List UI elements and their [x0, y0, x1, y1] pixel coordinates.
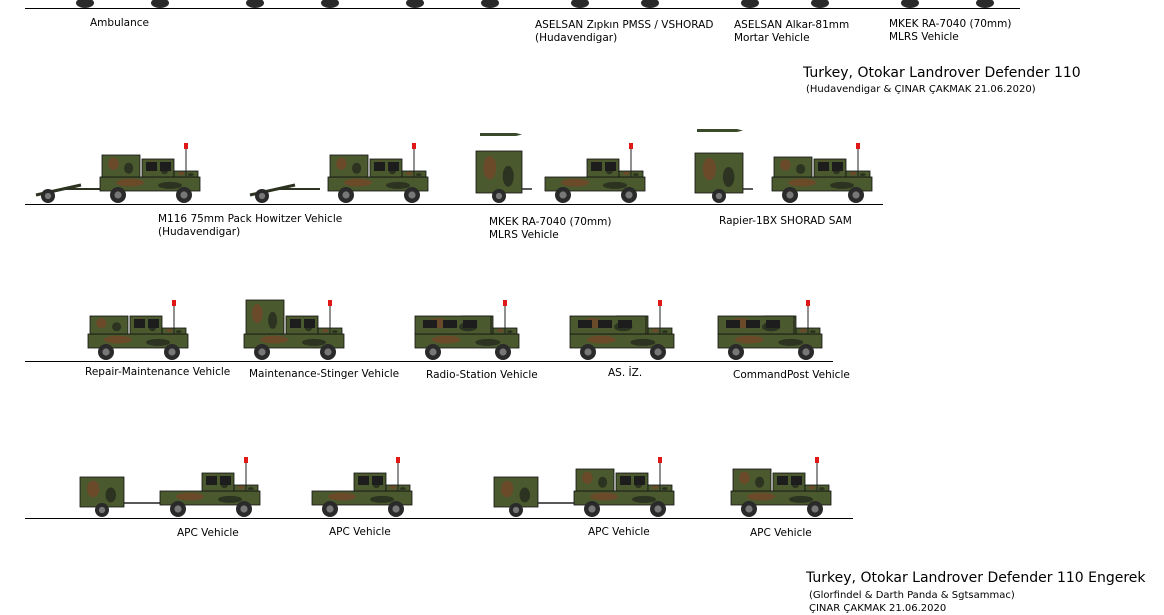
label-apc-3: APC Vehicle — [588, 526, 650, 538]
label-mlrs-top: MKEK RA-7040 (70mm) MLRS Vehicle — [889, 18, 1011, 44]
rapier-missile — [697, 129, 743, 132]
label-mlrs-mid-line1: MKEK RA-7040 (70mm) — [489, 216, 612, 228]
apc-trailer-3 — [493, 476, 574, 517]
label-howitzer-line1: M116 75mm Pack Howitzer Vehicle — [158, 213, 343, 225]
ground-line-row1 — [25, 204, 883, 205]
defender-howitzer-1 — [99, 143, 201, 203]
ground-line-row0 — [25, 8, 1020, 9]
label-apc-2: APC Vehicle — [329, 526, 391, 538]
label-rapier: Rapier-1BX SHORAD SAM — [719, 215, 852, 228]
apc-trailer-1 — [79, 476, 160, 517]
mlrs-launcher-trailer — [475, 150, 532, 203]
ground-line-row3 — [25, 518, 853, 519]
label-alkar: ASELSAN Alkar-81mm Mortar Vehicle — [734, 19, 849, 45]
label-ambulance-text: Ambulance — [90, 17, 149, 29]
label-mlrs-top-line1: MKEK RA-7040 (70mm) — [889, 18, 1012, 30]
defender-apc-2 — [311, 457, 413, 517]
label-alkar-line1: ASELSAN Alkar-81mm — [734, 19, 850, 31]
defender-apc-3 — [573, 457, 675, 517]
defender-apc-1 — [159, 457, 261, 517]
howitzer-2 — [249, 183, 320, 203]
defender-radio — [414, 300, 520, 360]
label-repair: Repair-Maintenance Vehicle — [85, 366, 231, 378]
label-apc-4: APC Vehicle — [750, 527, 812, 539]
ground-line-row2 — [25, 361, 833, 362]
section-credit-engerek-2: ÇINAR ÇAKMAK 21.06.2020 — [809, 603, 947, 614]
defender-commandpost — [717, 300, 823, 360]
defender-apc-4 — [730, 457, 832, 517]
defender-repair — [87, 300, 189, 360]
label-zipkin-line2: (Hudavendigar) — [535, 32, 618, 44]
label-mlrs-mid-line2: MLRS Vehicle — [489, 229, 559, 241]
section-title-defender110: Turkey, Otokar Landrover Defender 110 — [803, 65, 1081, 81]
mlrs-missile — [480, 133, 522, 136]
label-radio: Radio-Station Vehicle — [426, 369, 538, 381]
label-ambulance: Ambulance — [90, 17, 149, 30]
label-mlrs-top-line2: MLRS Vehicle — [889, 31, 959, 43]
defender-as-iz — [569, 300, 675, 360]
label-mlrs-mid: MKEK RA-7040 (70mm) MLRS Vehicle — [489, 216, 611, 242]
section-credit-engerek-1: (Glorfindel & Darth Panda & Sgtsammac) — [809, 590, 1015, 601]
label-apc-1: APC Vehicle — [177, 527, 239, 539]
label-alkar-line2: Mortar Vehicle — [734, 32, 810, 44]
howitzer-1 — [35, 183, 106, 203]
label-zipkin-line1: ASELSAN Zıpkın PMSS / VSHORAD — [535, 19, 714, 31]
label-howitzer-line2: (Hudavendigar) — [158, 226, 241, 238]
label-stinger: Maintenance-Stinger Vehicle — [249, 368, 400, 380]
section-credit-defender110: (Hudavendigar & ÇINAR ÇAKMAK 21.06.2020) — [806, 84, 1036, 95]
rapier-launcher-trailer — [694, 152, 753, 203]
label-howitzer: M116 75mm Pack Howitzer Vehicle (Hudaven… — [158, 213, 342, 239]
section-title-engerek: Turkey, Otokar Landrover Defender 110 En… — [806, 570, 1146, 586]
label-zipkin: ASELSAN Zıpkın PMSS / VSHORAD (Hudavendi… — [535, 19, 713, 45]
defender-rapier — [771, 143, 873, 203]
label-commandpost: CommandPost Vehicle — [733, 369, 850, 381]
defender-mlrs — [544, 143, 646, 203]
row0-vehicle-wheels — [76, 0, 994, 8]
defender-howitzer-2 — [327, 143, 429, 203]
label-rapier-line1: Rapier-1BX SHORAD SAM — [719, 215, 852, 227]
defender-stinger — [243, 299, 345, 360]
label-as-iz: AS. İZ. — [608, 367, 643, 379]
